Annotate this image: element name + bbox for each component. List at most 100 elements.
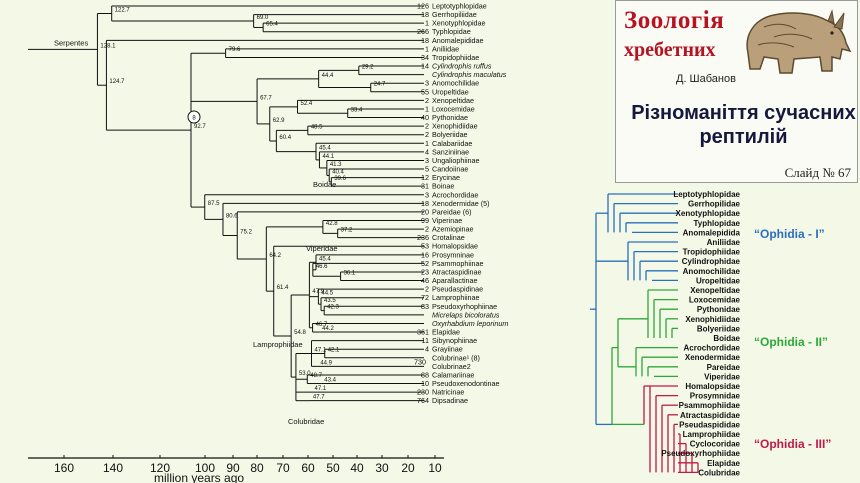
- node-age-label: 44.1: [322, 154, 334, 160]
- taxon-count: 126: [417, 2, 429, 11]
- mini-taxon-label: Boidae: [713, 334, 740, 343]
- taxon-count: 3: [425, 79, 429, 88]
- slide-number: Слайд № 67: [784, 165, 851, 180]
- taxon-label: Cylindrophis ruffus: [432, 62, 492, 71]
- axis-tick-label: 10: [428, 461, 442, 475]
- author-name: Д. Шабанов: [676, 73, 736, 85]
- axis-tick-label: 40: [350, 461, 364, 475]
- node-age-label: 40.4: [332, 169, 344, 175]
- axis-tick-label: 60: [301, 461, 315, 475]
- node-age-label: 44.5: [321, 291, 333, 297]
- taxon-label: Xenotyphlopidae: [432, 19, 486, 28]
- taxon-count: 53: [421, 242, 429, 251]
- book-title-line1: Зоологія: [624, 7, 725, 34]
- taxon-count: 72: [421, 293, 429, 302]
- taxon-label: Ungaliophiinae: [432, 156, 480, 165]
- taxon-label: Azemiopinae: [432, 225, 474, 234]
- axis-tick-label: 70: [276, 461, 290, 475]
- mini-taxon-label: Xenopeltidae: [690, 286, 740, 295]
- node-age-label: 67.7: [260, 95, 272, 101]
- clade-label-viperidae: Viperidae: [306, 244, 338, 253]
- taxon-label: Grayiinae: [432, 345, 463, 354]
- node-age-label: 75.2: [240, 229, 252, 235]
- taxon-label: Pythonidae: [432, 113, 468, 122]
- taxon-count: 18: [421, 10, 429, 19]
- taxon-label: Aparallactinae: [432, 276, 478, 285]
- mini-taxon-label: Psammophiidae: [679, 401, 741, 410]
- taxon-label: Atractaspidinae: [432, 267, 482, 276]
- taxon-label: Candoiinae: [432, 165, 468, 174]
- taxon-count: 4: [425, 147, 429, 156]
- node-age-label: 87.5: [208, 201, 220, 207]
- node-age-label: 24.7: [374, 82, 386, 88]
- mini-taxon-label: Pseudaspididae: [679, 420, 740, 429]
- taxon-count: 1: [425, 104, 429, 113]
- node-age-label: 54.8: [294, 330, 306, 336]
- book-title-line2: хребетних: [624, 39, 716, 61]
- mini-taxon-label: Pareidae: [707, 363, 741, 372]
- taxon-count: 20: [421, 207, 429, 216]
- mini-taxon-label: Colubridae: [698, 468, 740, 477]
- node-age-label: 69.0: [257, 15, 269, 21]
- mini-taxon-label: Anomochilidae: [683, 267, 741, 276]
- node-age-label: 47.9: [312, 289, 324, 295]
- mini-taxon-label: Typhlopidae: [693, 219, 740, 228]
- taxon-count: 2: [425, 225, 429, 234]
- axis-tick-label: 120: [150, 461, 170, 475]
- taxon-label: Viperinae: [432, 216, 462, 225]
- taxon-label: Calabariidae: [432, 139, 472, 148]
- taxon-count: 14: [421, 62, 429, 71]
- taxon-label: Colubrinae¹ (8): [432, 353, 480, 362]
- node-age-label: 62.9: [273, 118, 285, 124]
- taxon-label: Dipsadinae: [432, 396, 468, 405]
- node-age-label: 61.4: [277, 285, 289, 291]
- rhinoceros-illustration: [746, 9, 852, 74]
- taxon-label: Anomochilidae: [432, 79, 479, 88]
- taxon-count: 236: [417, 233, 429, 242]
- taxon-label: Bolyeriidae: [432, 130, 468, 139]
- mini-taxon-label: Prosymnidae: [690, 392, 741, 401]
- axis-tick-label: 90: [226, 461, 240, 475]
- taxon-label: Sanziniinae: [432, 147, 469, 156]
- taxon-count: 18: [421, 199, 429, 208]
- taxon-label: Tropidophiidae: [432, 53, 479, 62]
- taxon-label: Lamprophiinae: [432, 293, 480, 302]
- node-age-label: 42.3: [327, 305, 339, 311]
- taxon-label: Anomalepididae: [432, 36, 484, 45]
- taxon-count: 18: [421, 36, 429, 45]
- taxon-count: 2: [425, 122, 429, 131]
- node-age-label: 48.5: [311, 124, 323, 130]
- mini-taxon-label: Cylindrophidae: [682, 257, 741, 266]
- axis-tick-label: 80: [250, 461, 264, 475]
- taxon-count: 3: [425, 190, 429, 199]
- taxon-label: Micrelaps bicoloratus: [432, 310, 500, 319]
- node-age-label: 124.7: [109, 79, 125, 85]
- taxon-count: 4: [425, 345, 429, 354]
- mini-taxon-label: Tropidophiidae: [683, 248, 741, 257]
- node-age-label: 92.7: [194, 124, 206, 130]
- mini-taxon-label: Xenotyphlopidae: [676, 209, 741, 218]
- taxon-label: Colubrinae2: [432, 362, 471, 371]
- taxon-count: 2: [425, 130, 429, 139]
- node-age-label: 33.4: [351, 107, 363, 113]
- node-age-label: 79.6: [229, 47, 241, 53]
- taxon-label: Uropeltidae: [432, 87, 469, 96]
- taxon-label: Crotalinae: [432, 233, 465, 242]
- taxon-label: Pseudoxyrhophiinae: [432, 302, 497, 311]
- taxon-count: 11: [422, 336, 429, 345]
- node-age-label: 48.7: [310, 373, 322, 379]
- taxon-count: 2: [425, 96, 429, 105]
- taxon-count: 31: [421, 182, 429, 191]
- taxon-label: Calamariinae: [432, 370, 474, 379]
- mini-taxon-label: Xenophidiidae: [685, 315, 740, 324]
- node-age-label: 60.4: [279, 135, 291, 141]
- node-age-label: 45.4: [319, 256, 331, 262]
- node-marker-circle: [187, 110, 201, 124]
- mini-taxon-label: Homalopsidae: [685, 382, 740, 391]
- mini-taxon-label: Cyclocoridae: [690, 440, 741, 449]
- taxon-label: Aniliidae: [432, 44, 459, 53]
- taxon-count: 99: [421, 216, 429, 225]
- taxon-label: Leptotyphlopidae: [432, 2, 487, 11]
- taxon-count: 3: [425, 156, 429, 165]
